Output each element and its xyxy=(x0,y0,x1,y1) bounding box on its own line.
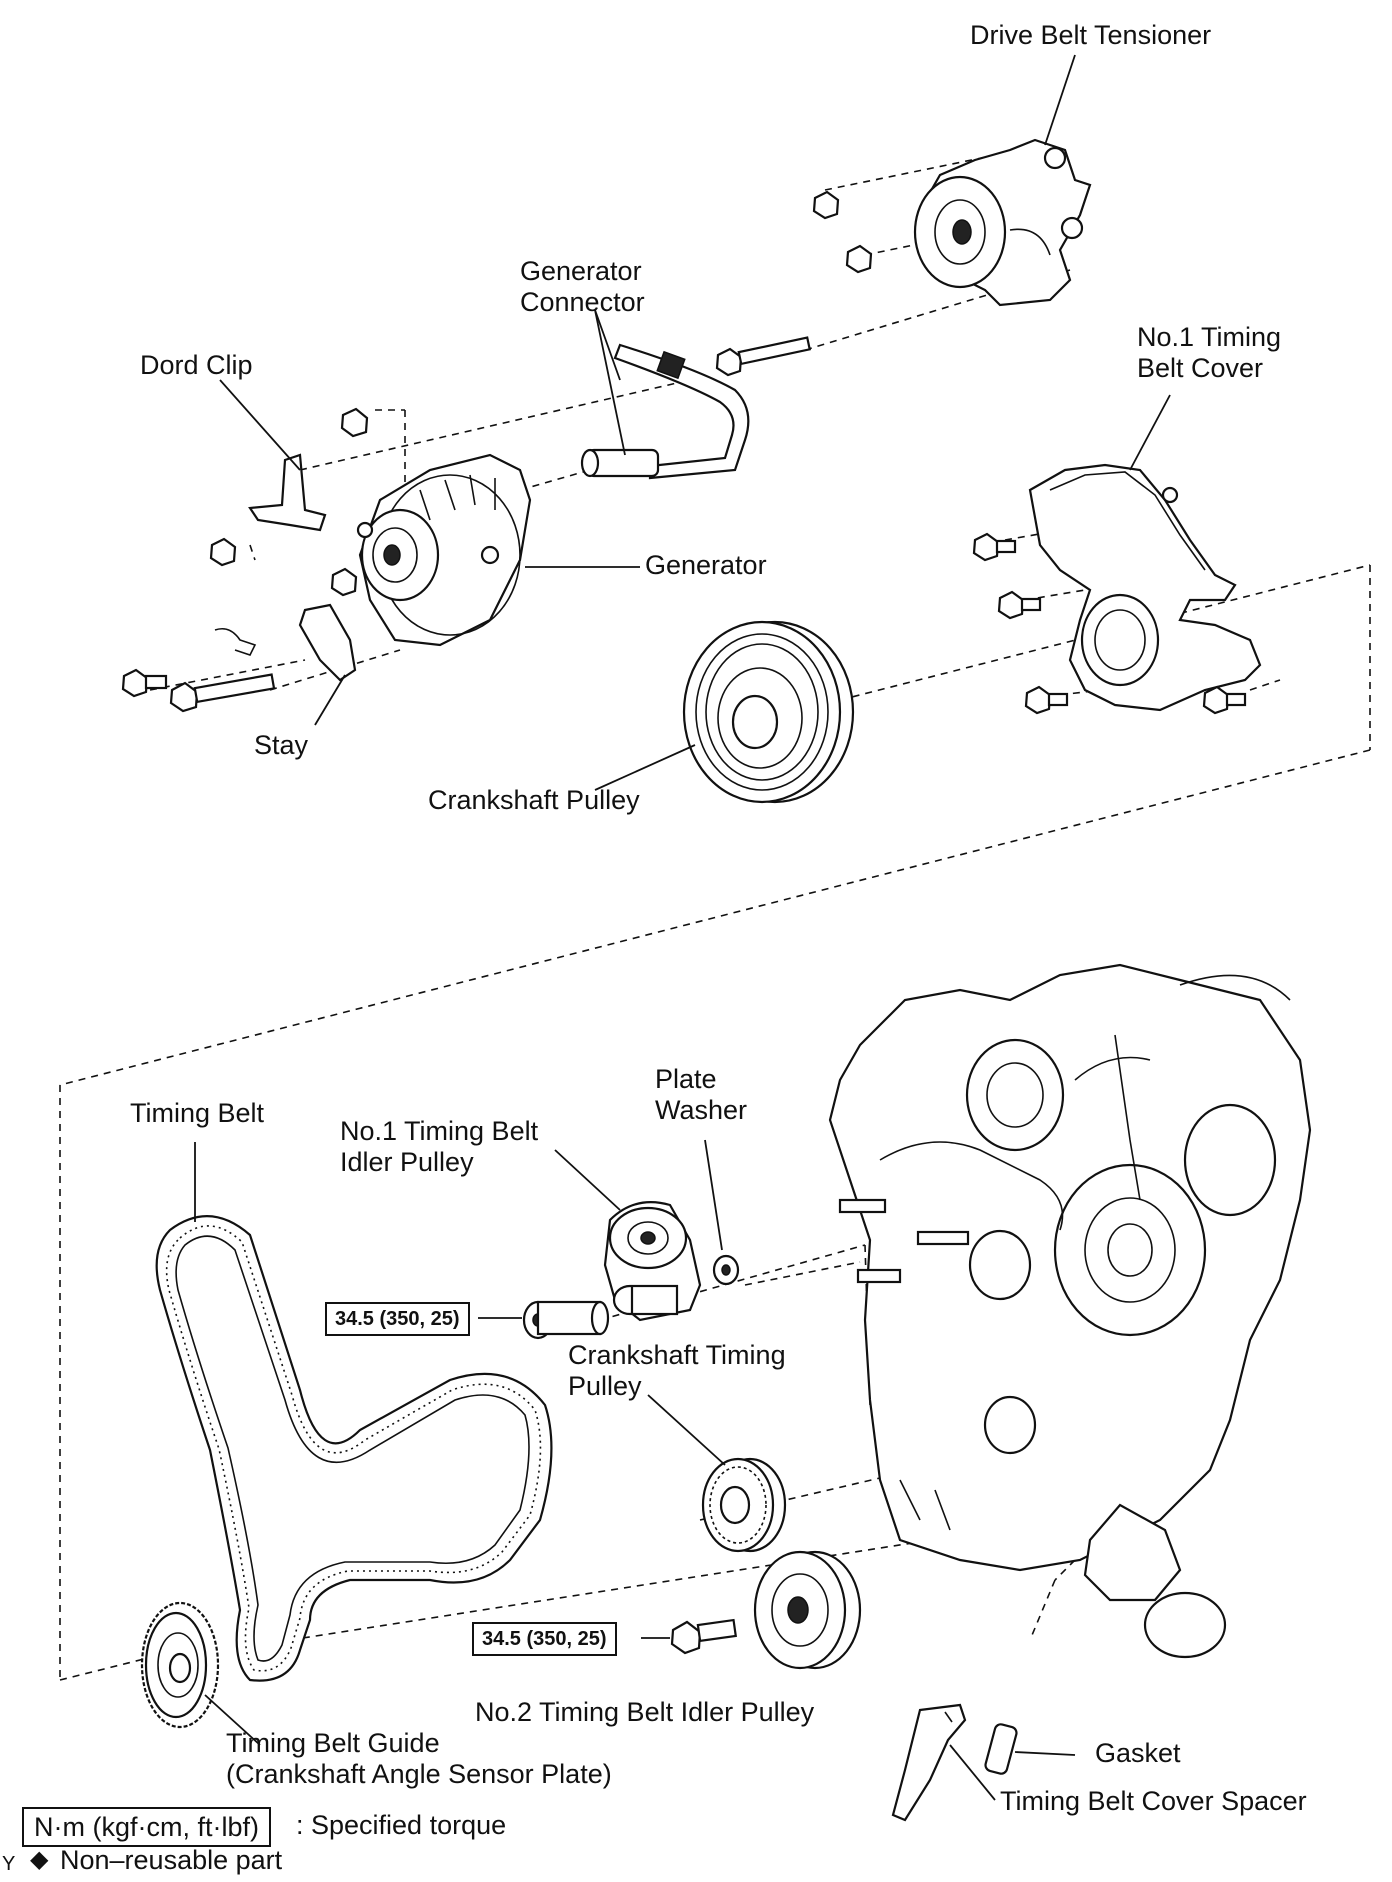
tensioner-bolt xyxy=(715,336,812,377)
crankshaft-timing-pulley-part xyxy=(701,1457,787,1553)
generator-part xyxy=(356,453,532,647)
legend-nonreusable-description: Non–reusable part xyxy=(60,1845,283,1875)
label-gasket: Gasket xyxy=(1095,1738,1181,1768)
cover-bolt-2 xyxy=(997,590,1042,620)
label-no1-idler-pulley-line1: No.1 Timing Belt xyxy=(340,1116,539,1146)
label-no1-timing-belt-cover-line2: Belt Cover xyxy=(1137,353,1264,383)
label-no1-idler-pulley-line2: Idler Pulley xyxy=(340,1147,474,1177)
stay-bolt-short xyxy=(121,668,168,698)
timing-belt-part xyxy=(155,1215,553,1682)
no1-idler-bolt-part xyxy=(522,1300,610,1340)
plate-washer-part xyxy=(712,1254,740,1286)
dord-clip-part xyxy=(209,407,369,567)
leader-lines xyxy=(194,54,1171,1801)
cover-bolt-3 xyxy=(1024,685,1069,715)
label-timing-belt-guide-line1: Timing Belt Guide xyxy=(226,1728,440,1758)
legend-torque-description: : Specified torque xyxy=(296,1810,507,1840)
stay-bolt-long xyxy=(169,673,276,713)
label-timing-belt-guide-line2: (Crankshaft Angle Sensor Plate) xyxy=(226,1759,612,1789)
label-timing-belt: Timing Belt xyxy=(130,1098,265,1128)
no2-idler-pulley-part xyxy=(753,1550,862,1670)
label-generator: Generator xyxy=(645,550,767,580)
label-dord-clip: Dord Clip xyxy=(140,350,253,380)
no2-idler-bolt-part xyxy=(670,1618,738,1655)
legend-corner-mark: Y xyxy=(2,1853,16,1875)
cover-bolt-4 xyxy=(1202,685,1247,715)
timing-belt-guide-part xyxy=(140,1601,220,1729)
torque-spec-no2-idler-bolt: 34.5 (350, 25) xyxy=(472,1622,617,1656)
label-crankshaft-timing-pulley-line2: Pulley xyxy=(568,1371,642,1401)
label-generator-connector-line2: Connector xyxy=(520,287,645,317)
label-plate-washer-line2: Washer xyxy=(655,1095,748,1125)
no1-timing-belt-cover-part xyxy=(1028,463,1262,712)
label-stay: Stay xyxy=(254,730,309,760)
crankshaft-pulley-part xyxy=(682,620,855,804)
no1-idler-pulley-part xyxy=(603,1201,702,1322)
legend-nonreusable-diamond-icon: ◆ xyxy=(30,1846,49,1873)
engine-block xyxy=(828,963,1312,1659)
legend-torque-units: N·m (kgf·cm, ft·lbf) xyxy=(22,1807,271,1847)
label-generator-connector-line1: Generator xyxy=(520,256,642,286)
tensioner-nut-upper xyxy=(812,190,840,220)
timing-belt-cover-spacer-part xyxy=(891,1703,967,1822)
stay-part xyxy=(214,567,358,682)
torque-spec-no1-idler-bolt: 34.5 (350, 25) xyxy=(325,1302,470,1336)
label-plate-washer-line1: Plate xyxy=(655,1064,717,1094)
cover-bolt-1 xyxy=(972,532,1017,562)
label-crankshaft-timing-pulley-line1: Crankshaft Timing xyxy=(568,1340,786,1370)
label-crankshaft-pulley: Crankshaft Pulley xyxy=(428,785,640,815)
label-no2-idler-pulley: No.2 Timing Belt Idler Pulley xyxy=(475,1697,815,1727)
drive-belt-tensioner xyxy=(913,138,1092,307)
gasket-part xyxy=(984,1723,1018,1775)
label-no1-timing-belt-cover-line1: No.1 Timing xyxy=(1137,322,1282,352)
label-timing-belt-cover-spacer: Timing Belt Cover Spacer xyxy=(1000,1786,1307,1816)
generator-connector-wire xyxy=(580,343,750,480)
tensioner-nut-lower xyxy=(845,244,873,274)
label-drive-belt-tensioner: Drive Belt Tensioner xyxy=(970,20,1212,50)
